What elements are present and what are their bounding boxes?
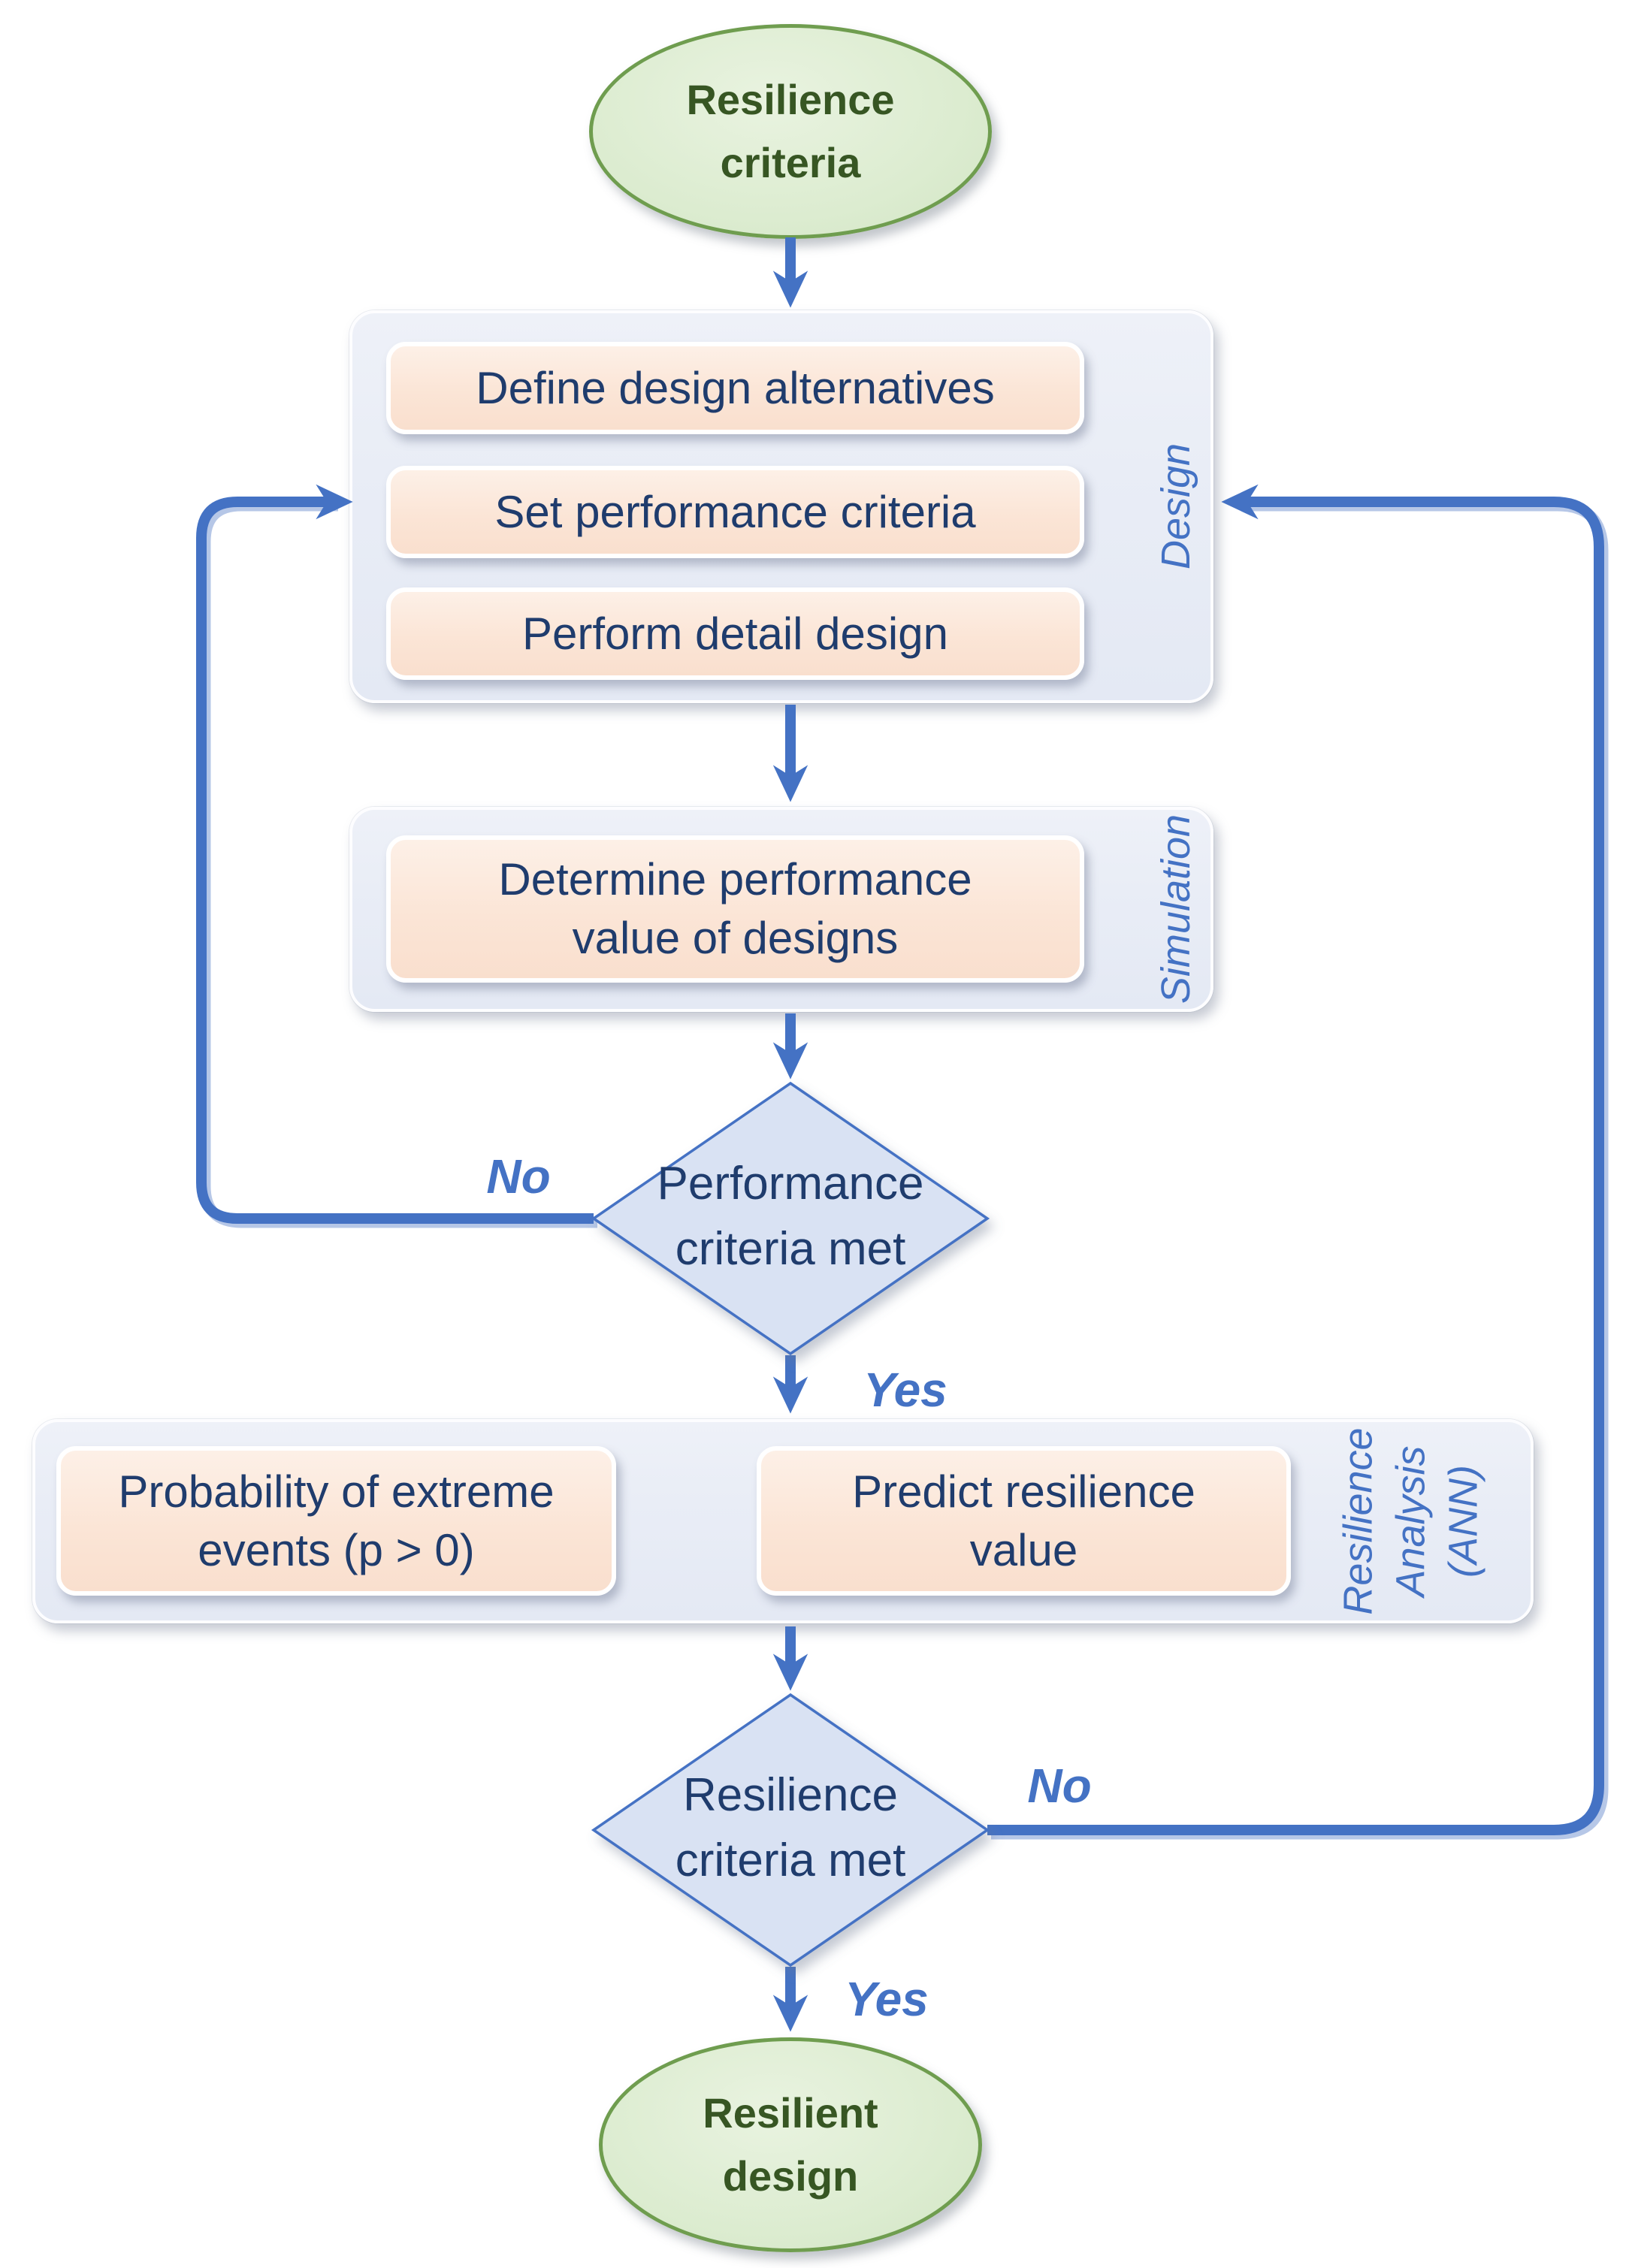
step-predict-resilience-value: Predict resilience value — [757, 1446, 1291, 1596]
step-define-alternatives: Define design alternatives — [386, 342, 1084, 434]
loop-no-performance-to-design — [196, 484, 594, 1224]
label-no-performance: No — [486, 1149, 551, 1203]
label-no-resilience: No — [1027, 1759, 1092, 1813]
end-node: Resilient design — [599, 2037, 982, 2252]
design-group-label: Design — [1153, 442, 1198, 570]
step-determine-performance-value: Determine performance value of designs — [386, 835, 1084, 983]
label-yes-resilience: Yes — [845, 1972, 929, 2026]
decision-performance-diamond — [591, 1081, 990, 1356]
label-yes-performance: Yes — [863, 1363, 947, 1417]
step-perform-detail-design: Perform detail design — [386, 587, 1084, 680]
loop-no-resilience-to-design — [987, 484, 1604, 1835]
start-node: Resilience criteria — [589, 24, 992, 239]
decision-resilience-text: Resilience criteria met — [675, 1769, 906, 1886]
end-node-label: Resilient design — [703, 2089, 878, 2200]
simulation-group-label: Simulation — [1153, 814, 1198, 1004]
decision-resilience-diamond — [591, 1693, 990, 1968]
loop-no-resilience-bevel — [991, 500, 1609, 1840]
start-node-label: Resilience criteria — [686, 76, 895, 186]
step-set-performance-criteria: Set performance criteria — [386, 466, 1084, 558]
decision-performance-text: Performance criteria met — [657, 1158, 924, 1275]
resilience-analysis-group-label: Resilience Analysis (ANN) — [1335, 1427, 1487, 1615]
step-probability-extreme-events: Probability of extreme events (p > 0) — [56, 1446, 616, 1596]
